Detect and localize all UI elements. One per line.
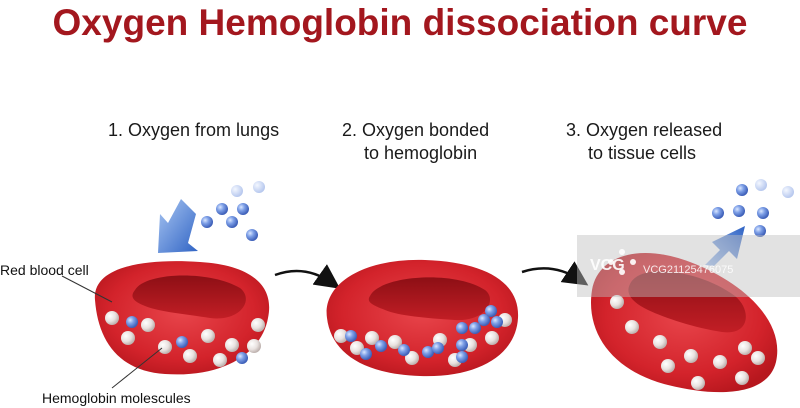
hemoglobin-molecule <box>334 329 348 343</box>
hemoglobin-group-2 <box>334 313 512 367</box>
hemoglobin-molecule <box>713 355 727 369</box>
step-2-label: 2. Oxygen bonded to hemoglobin <box>342 119 489 165</box>
hemoglobin-molecule <box>201 329 215 343</box>
oxygen-molecule <box>478 314 490 326</box>
hemoglobin-molecule <box>610 295 624 309</box>
transition-arrow-2 <box>521 261 589 286</box>
step-3-label: 3. Oxygen released to tissue cells <box>566 119 722 165</box>
red-blood-cell-3 <box>590 253 778 393</box>
incoming-oxygen-arrow <box>158 199 198 253</box>
hemoglobin-molecule <box>251 318 265 332</box>
hemoglobin-molecule <box>121 331 135 345</box>
oxygen-molecule <box>755 179 767 191</box>
oxygen-molecule <box>422 346 434 358</box>
oxygen-molecule <box>754 225 766 237</box>
step-3-line2: to tissue cells <box>588 143 697 163</box>
oxygen-molecule <box>491 316 503 328</box>
hemoglobin-group-3 <box>610 295 765 390</box>
oxygen-molecule <box>176 336 188 348</box>
hemoglobin-molecule <box>751 351 765 365</box>
oxygen-from-lungs <box>201 181 265 241</box>
oxygen-molecule <box>253 181 265 193</box>
oxygen-group-2 <box>345 305 503 363</box>
watermark-id: VCG21125476075 <box>643 264 734 276</box>
hemoglobin-molecule <box>158 340 172 354</box>
oxygen-molecule <box>246 229 258 241</box>
oxygen-molecule <box>236 352 248 364</box>
oxygen-molecule <box>231 185 243 197</box>
oxygen-molecule <box>456 322 468 334</box>
watermark-logo-icon <box>608 249 636 275</box>
oxygen-molecule <box>782 186 794 198</box>
oxygen-molecule <box>432 342 444 354</box>
step-3-line1: 3. Oxygen released <box>566 120 723 140</box>
oxygen-molecule <box>360 348 372 360</box>
hemoglobin-molecule <box>388 335 402 349</box>
oxygen-molecule <box>216 203 228 215</box>
oxygen-molecule <box>375 340 387 352</box>
hemoglobin-molecule <box>684 349 698 363</box>
oxygen-molecule <box>237 203 249 215</box>
oxygen-molecule <box>712 207 724 219</box>
oxygen-molecule <box>398 344 410 356</box>
oxygen-molecule <box>226 216 238 228</box>
oxygen-molecule <box>126 316 138 328</box>
oxygen-molecule <box>757 207 769 219</box>
hemoglobin-molecule <box>653 335 667 349</box>
watermark-logo-text: VCG <box>590 257 625 274</box>
released-oxygen-arrow <box>705 226 745 266</box>
hemoglobin-molecule <box>365 331 379 345</box>
hemoglobin-molecule <box>405 351 419 365</box>
hemoglobin-molecule <box>661 359 675 373</box>
hemoglobin-group-1 <box>105 311 265 367</box>
oxygen-molecule <box>469 322 481 334</box>
watermark: VCG <box>577 235 800 297</box>
step-2-line1: 2. Oxygen bonded <box>342 120 490 140</box>
oxygen-molecule <box>733 205 745 217</box>
red-blood-cell-pointer <box>61 275 113 303</box>
hemoglobin-molecule <box>625 320 639 334</box>
step-2-line2: to hemoglobin <box>364 143 478 163</box>
hemoglobin-molecule <box>141 318 155 332</box>
hemoglobin-molecule <box>225 338 239 352</box>
hemoglobin-molecule <box>105 311 119 325</box>
hemoglobin-molecule <box>213 353 227 367</box>
step-1-label: 1. Oxygen from lungs <box>108 119 279 142</box>
page-title: Oxygen Hemoglobin dissociation curve <box>52 2 748 43</box>
hemoglobin-molecule <box>735 371 749 385</box>
oxygen-molecule <box>485 305 497 317</box>
oxygen-molecule <box>456 339 468 351</box>
hemoglobin-molecule <box>691 376 705 390</box>
hemoglobin-label: Hemoglobin molescules <box>42 390 191 406</box>
oxygen-molecule <box>736 184 748 196</box>
hemoglobin-molecule <box>350 341 364 355</box>
oxygen-to-tissue <box>712 179 794 237</box>
transition-arrow-1 <box>274 264 341 289</box>
oxygen-group-1 <box>126 316 248 364</box>
red-blood-cell-label: Red blood cell <box>0 262 89 278</box>
step-1-line1: 1. Oxygen from lungs <box>108 120 280 140</box>
hemoglobin-molecule <box>183 349 197 363</box>
hemoglobin-molecule <box>247 339 261 353</box>
oxygen-molecule <box>456 351 468 363</box>
oxygen-molecule <box>345 330 357 342</box>
hemoglobin-pointer <box>111 347 163 389</box>
hemoglobin-molecule <box>485 331 499 345</box>
hemoglobin-molecule <box>738 341 752 355</box>
oxygen-molecule <box>201 216 213 228</box>
